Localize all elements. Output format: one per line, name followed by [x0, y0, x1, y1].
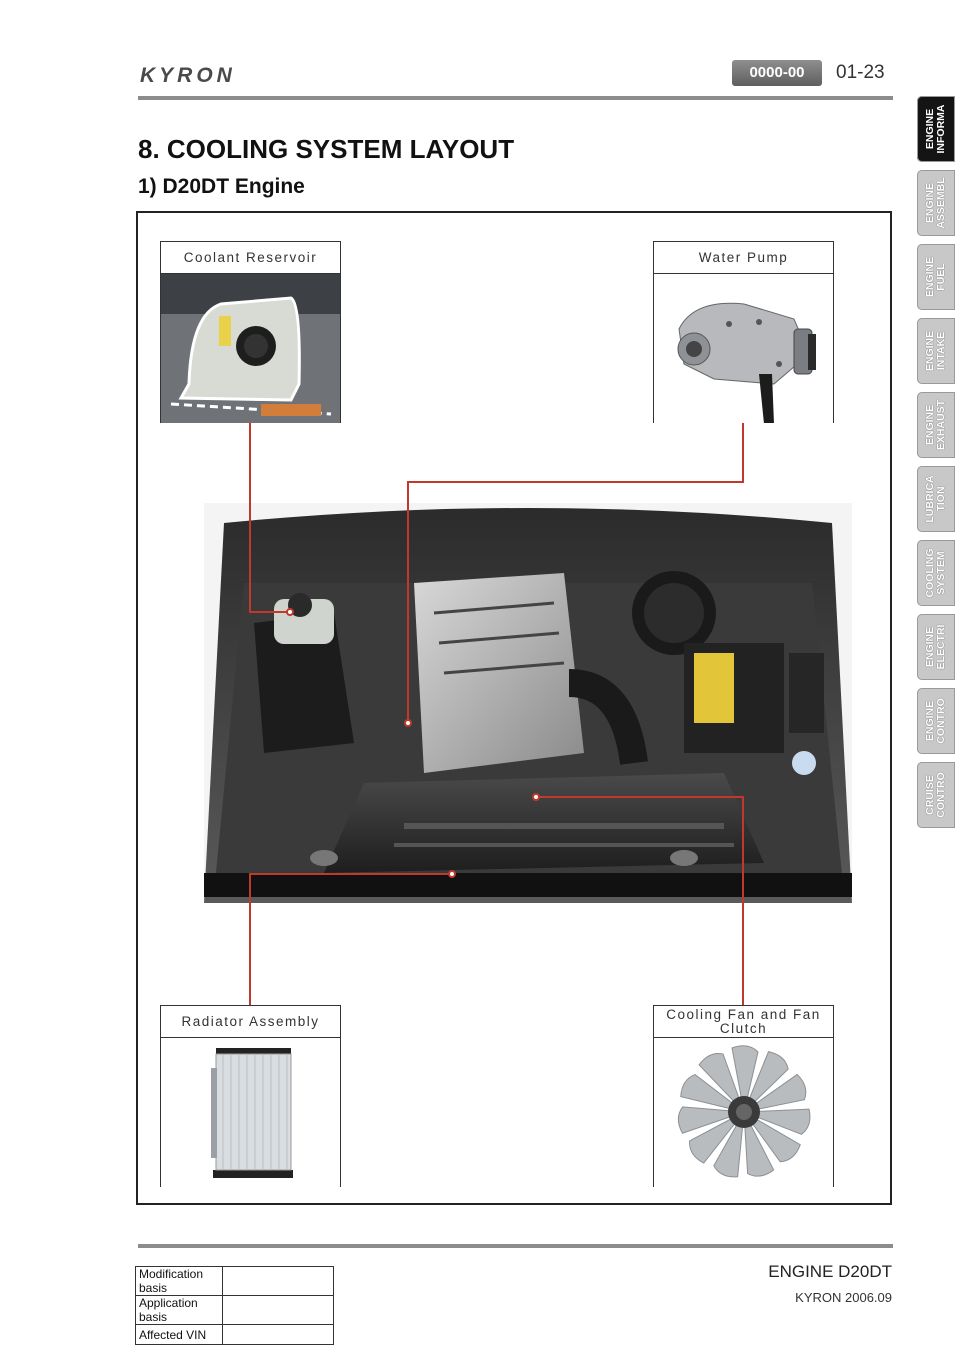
kyron-logo: KYRON: [140, 64, 236, 86]
cooling-fan-photo: [654, 1038, 833, 1187]
callout-title: Coolant Reservoir: [161, 242, 340, 274]
tab-engine-exhaust[interactable]: ENGINE EXHAUST: [917, 392, 955, 458]
modification-table: Modification basis Application basis Aff…: [135, 1266, 334, 1345]
footer-model: ENGINE D20DT: [768, 1262, 892, 1281]
table-value: [222, 1266, 334, 1296]
callout-radiator-assembly: Radiator Assembly: [160, 1005, 341, 1187]
table-label: Application basis: [135, 1295, 223, 1325]
tab-label: ENGINE FUEL: [924, 256, 947, 298]
tab-label: ENGINE CONTRO: [924, 698, 947, 744]
tab-label: ENGINE INTAKE: [924, 330, 947, 372]
tab-label: ENGINE EXHAUST: [924, 399, 947, 451]
footer-date: KYRON 2006.09: [795, 1290, 892, 1305]
radiator-assembly-photo: [161, 1038, 340, 1187]
callout-title: Water Pump: [654, 242, 833, 274]
coolant-reservoir-photo: [161, 274, 340, 423]
cooling-layout-diagram: Coolant Reservoir Water Pump Radi: [136, 211, 892, 1205]
page-number: 01-23: [836, 62, 885, 83]
table-row: Application basis: [135, 1295, 334, 1325]
tab-label: COOLING SYSTEM: [924, 548, 947, 598]
tab-label: LUBRICA TION: [924, 475, 947, 523]
tab-cooling-system[interactable]: COOLING SYSTEM: [917, 540, 955, 606]
tab-engine-fuel[interactable]: ENGINE FUEL: [917, 244, 955, 310]
callout-water-pump: Water Pump: [653, 241, 834, 423]
engine-bay-photo: [204, 503, 852, 903]
tab-lubrication[interactable]: LUBRICA TION: [917, 466, 955, 532]
tab-engine-information[interactable]: ENGINE INFORMA: [917, 96, 955, 162]
callout-title: Cooling Fan and Fan Clutch: [654, 1006, 833, 1038]
tab-engine-assembly[interactable]: ENGINE ASSEMBL: [917, 170, 955, 236]
tab-label: ENGINE INFORMA: [924, 104, 947, 154]
table-label: Affected VIN: [135, 1324, 223, 1345]
tab-label: ENGINE ELECTRI: [924, 624, 947, 670]
callout-title: Radiator Assembly: [161, 1006, 340, 1038]
tab-label: ENGINE ASSEMBL: [924, 177, 947, 229]
section-code-badge: 0000-00: [732, 60, 822, 86]
footer-rule: [138, 1244, 893, 1248]
table-row: Modification basis: [135, 1266, 334, 1296]
tab-cruise-control[interactable]: CRUISE CONTRO: [917, 762, 955, 828]
callout-cooling-fan: Cooling Fan and Fan Clutch: [653, 1005, 834, 1187]
header-rule: [138, 96, 893, 100]
callout-coolant-reservoir: Coolant Reservoir: [160, 241, 341, 423]
section-title: 8. COOLING SYSTEM LAYOUT: [138, 134, 515, 164]
tab-engine-electrical[interactable]: ENGINE ELECTRI: [917, 614, 955, 680]
table-label: Modification basis: [135, 1266, 223, 1296]
sub-title: 1) D20DT Engine: [138, 175, 305, 198]
table-row: Affected VIN: [135, 1324, 334, 1345]
logo-text: KYRON: [140, 64, 236, 86]
table-value: [222, 1324, 334, 1345]
table-value: [222, 1295, 334, 1325]
water-pump-photo: [654, 274, 833, 423]
tab-engine-intake[interactable]: ENGINE INTAKE: [917, 318, 955, 384]
tab-label: CRUISE CONTRO: [924, 772, 947, 818]
tab-engine-control[interactable]: ENGINE CONTRO: [917, 688, 955, 754]
